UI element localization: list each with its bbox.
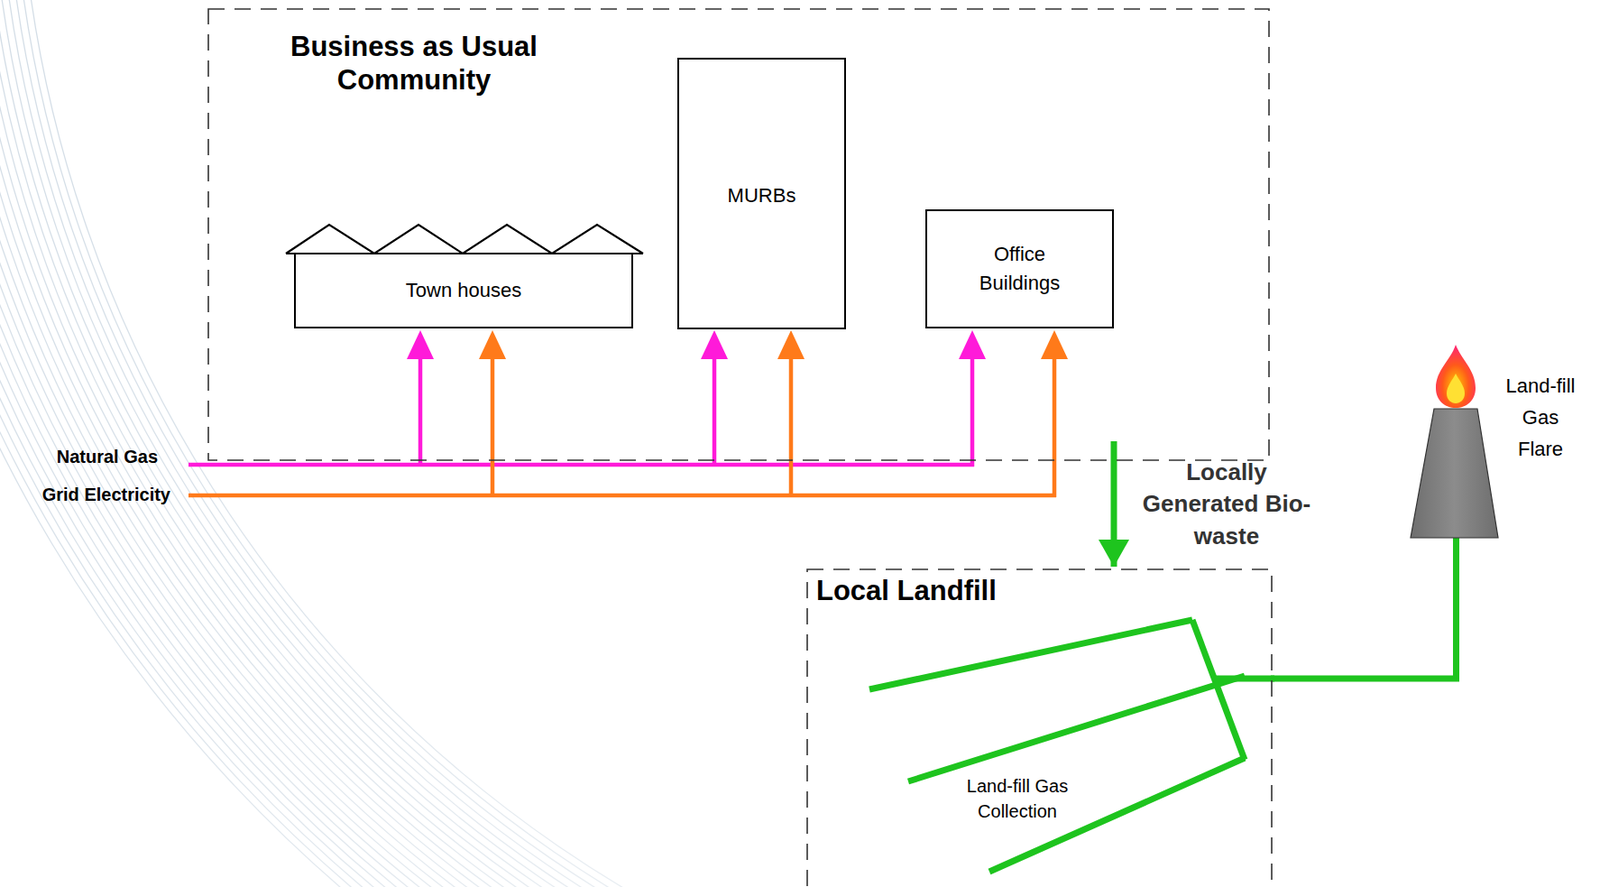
natural-gas-arrowheads	[406, 330, 986, 359]
waste-pipe-connector	[1270, 536, 1457, 679]
grid-electricity-arrowheads	[478, 330, 1068, 359]
decorative-arc	[0, 0, 704, 887]
decorative-arc	[0, 0, 704, 887]
flare-cone	[1410, 408, 1499, 538]
decorative-arc	[10, 0, 704, 887]
gas-collection-pipes	[869, 619, 1275, 872]
decorative-arc	[3, 0, 704, 887]
decorative-arc	[0, 0, 704, 887]
decorative-arcs	[0, 0, 704, 887]
townhouses-box: Town houses	[294, 252, 634, 329]
node-label: Land-fill Gas Flare	[1498, 369, 1582, 466]
office-buildings-box: Office Buildings	[925, 209, 1114, 329]
flare-stack	[1410, 342, 1499, 538]
flame-core	[1446, 373, 1465, 404]
decorative-arc	[18, 0, 704, 887]
dashed-boundary	[806, 568, 1273, 887]
flame	[1435, 344, 1476, 408]
decorative-arc	[0, 0, 704, 887]
decorative-arc	[0, 0, 704, 887]
decorative-arc	[0, 0, 704, 887]
supply-label: Grid Electricity	[8, 484, 171, 506]
node-label: MURBs	[727, 183, 797, 208]
node-label: Office Buildings	[961, 239, 1079, 298]
decorative-arc	[0, 0, 704, 887]
decorative-arc	[0, 0, 704, 887]
decorative-arc	[0, 0, 704, 887]
decorative-arc	[0, 0, 704, 887]
decorative-arc	[0, 0, 704, 887]
landfill-region: Local Landfill	[806, 568, 1273, 887]
roof-outline	[285, 224, 644, 254]
decorative-arc	[0, 0, 704, 887]
node-label: Local Landfill	[816, 568, 1273, 607]
murbs-box: MURBs	[677, 57, 846, 330]
decorative-arc	[0, 0, 704, 887]
dashed-outline	[807, 569, 1272, 887]
node-label: Town houses	[405, 278, 522, 303]
natural-gas-line	[188, 353, 975, 467]
decorative-arc	[0, 0, 704, 887]
dashed-outline	[208, 9, 1269, 460]
waste-pipe-connector	[1111, 441, 1118, 567]
pipe-label: Land-fill Gas Collection	[947, 772, 1088, 824]
supply-label: Natural Gas	[8, 446, 158, 468]
decorative-arc	[0, 0, 704, 887]
decorative-arc	[0, 0, 704, 887]
decorative-arc	[0, 0, 704, 887]
decorative-arc	[0, 0, 704, 887]
decorative-arc	[0, 0, 704, 887]
flow-label: Locally Generated Bio-waste	[1138, 456, 1315, 552]
decorative-arc	[0, 0, 704, 887]
grid-electricity-line	[188, 353, 1057, 497]
decorative-arc	[0, 0, 704, 887]
node-label: Business as Usual Community	[260, 8, 568, 97]
gas-flare: Land-fill Gas Flare	[1410, 342, 1499, 538]
community-region: Town houses MURBsOffice Buildings Business…	[207, 8, 1270, 442]
